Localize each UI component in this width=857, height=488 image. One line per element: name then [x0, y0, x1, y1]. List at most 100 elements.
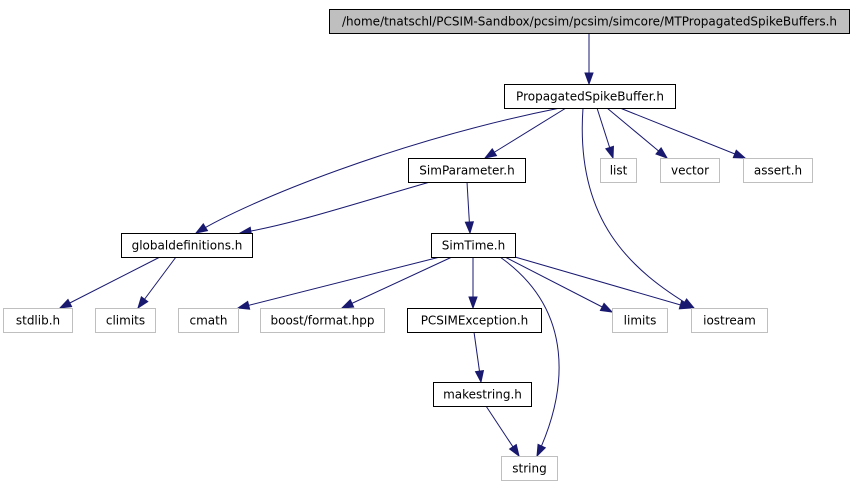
node-box [121, 233, 253, 258]
edge-simtime-to-boostformat [340, 256, 453, 309]
edge-arrowhead [584, 72, 594, 86]
node-box [600, 158, 637, 183]
node-box [691, 308, 768, 333]
node-label: climits [106, 314, 145, 328]
edge-arrowhead [655, 147, 669, 159]
edge-line [484, 107, 567, 159]
edge-arrowhead [483, 147, 498, 159]
edge-psb-to-globaldefs [194, 107, 561, 234]
edge-arrowhead [137, 295, 149, 310]
node-vector: vector [660, 158, 720, 183]
edge-line [239, 181, 431, 234]
node-label: string [512, 462, 546, 476]
node-stdlib: stdlib.h [3, 308, 73, 333]
edge-arrowhead [340, 298, 355, 309]
node-box [743, 158, 813, 183]
node-simparam[interactable]: SimParameter.h [408, 158, 526, 183]
node-box [329, 9, 850, 34]
node-label: /home/tnatschl/PCSIM-Sandbox/pcsim/pcsim… [342, 15, 837, 29]
edge-simtime-to-cmath [236, 256, 441, 310]
node-box [660, 158, 720, 183]
edge-arrowhead [236, 300, 251, 310]
edge-psb-to-iostream [581, 107, 696, 309]
edge-line [499, 256, 560, 457]
node-box [433, 382, 532, 407]
edge-simtime-to-limits [504, 256, 614, 313]
node-string: string [501, 456, 558, 481]
node-label: limits [624, 314, 657, 328]
edge-simtime-to-pcsimexc [468, 257, 478, 310]
node-globaldefs[interactable]: globaldefinitions.h [121, 233, 253, 258]
node-box [178, 308, 239, 333]
node-label: SimParameter.h [419, 164, 514, 178]
edges-layer [58, 33, 747, 458]
node-label: iostream [703, 314, 756, 328]
edge-psb-to-simparam [483, 107, 567, 159]
edge-arrowhead [599, 302, 614, 313]
edge-line [514, 256, 692, 309]
edge-line [619, 107, 746, 159]
node-pcsimexc[interactable]: PCSIMException.h [407, 308, 542, 333]
node-label: PropagatedSpikeBuffer.h [516, 90, 664, 104]
node-climits: climits [95, 308, 156, 333]
edge-line [237, 256, 441, 309]
node-limits: limits [612, 308, 668, 333]
edge-arrowhead [464, 221, 475, 235]
node-iostream: iostream [691, 308, 768, 333]
node-box [501, 456, 558, 481]
edge-line [606, 107, 668, 159]
node-box [95, 308, 156, 333]
node-box [3, 308, 73, 333]
edge-arrowhead [536, 443, 547, 458]
edge-arrowhead [468, 296, 478, 310]
edge-pcsimexc-to-makestring [473, 331, 485, 384]
node-label: boost/format.hpp [271, 314, 375, 328]
node-root: /home/tnatschl/PCSIM-Sandbox/pcsim/pcsim… [329, 9, 850, 34]
edge-arrowhead [58, 298, 73, 309]
node-label: vector [671, 164, 709, 178]
edge-arrowhead [678, 300, 693, 310]
edge-line [59, 256, 161, 309]
edge-simparam-to-simtime [464, 181, 475, 235]
edge-arrowhead [194, 222, 209, 234]
node-box [408, 158, 526, 183]
node-box [612, 308, 668, 333]
edge-psb-to-vector [606, 107, 669, 159]
edge-globaldefs-to-climits [137, 256, 177, 310]
edge-arrowhead [474, 369, 485, 384]
node-box [504, 84, 676, 109]
edge-makestring-to-string [485, 405, 520, 458]
edge-psb-to-list [596, 107, 614, 160]
node-label: stdlib.h [16, 314, 60, 328]
node-boostformat: boost/format.hpp [260, 308, 385, 333]
node-assert: assert.h [743, 158, 813, 183]
edge-psb-to-assert [619, 107, 747, 159]
node-simtime[interactable]: SimTime.h [431, 233, 516, 258]
node-label: cmath [190, 314, 228, 328]
edge-simparam-to-globaldefs [238, 181, 431, 236]
node-label: SimTime.h [442, 239, 505, 253]
edge-arrowhead [605, 145, 614, 160]
node-box [260, 308, 385, 333]
edge-globaldefs-to-stdlib [58, 256, 161, 309]
nodes-layer: /home/tnatschl/PCSIM-Sandbox/pcsim/pcsim… [3, 9, 850, 481]
node-makestring[interactable]: makestring.h [433, 382, 532, 407]
node-label: PCSIMException.h [421, 314, 529, 328]
edge-line [581, 107, 695, 309]
edge-arrowhead [732, 149, 747, 159]
node-cmath: cmath [178, 308, 239, 333]
node-box [431, 233, 516, 258]
node-list: list [600, 158, 637, 183]
node-label: assert.h [754, 164, 802, 178]
node-box [407, 308, 542, 333]
edge-simtime-to-iostream [514, 256, 693, 310]
edge-line [195, 107, 561, 234]
node-label: globaldefinitions.h [132, 239, 243, 253]
edge-line [504, 256, 613, 313]
edge-arrowhead [508, 443, 520, 458]
node-label: makestring.h [443, 388, 522, 402]
edge-simtime-to-string [499, 256, 560, 458]
node-psb[interactable]: PropagatedSpikeBuffer.h [504, 84, 676, 109]
edge-line [341, 256, 453, 309]
